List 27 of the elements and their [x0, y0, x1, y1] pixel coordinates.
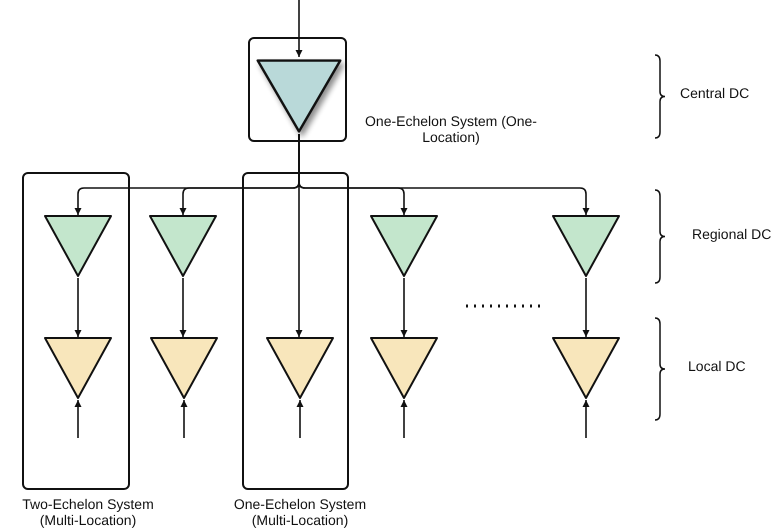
tier-label: Local DC — [688, 358, 746, 374]
triangle-node — [550, 335, 622, 401]
arrow — [582, 278, 590, 337]
triangle-node — [264, 335, 336, 401]
arrow — [74, 278, 82, 337]
triangle-node — [147, 213, 219, 279]
tier-label: Central DC — [680, 85, 750, 101]
arrow — [582, 400, 590, 438]
arrow — [400, 278, 408, 337]
arrow — [180, 278, 186, 337]
system-label: One-Echelon System (Multi-Location) — [232, 496, 368, 528]
triangle-node — [148, 335, 220, 401]
arrow — [400, 400, 408, 438]
arrow — [298, 134, 590, 215]
triangle-node — [550, 213, 622, 279]
system-label: Two-Echelon System (Multi-Location) — [21, 496, 155, 528]
arrow — [296, 400, 304, 438]
triangle-node — [42, 213, 114, 279]
triangle-node — [368, 335, 440, 401]
triangle-node — [368, 213, 440, 279]
arrow — [296, 0, 302, 57]
arrow — [180, 400, 188, 438]
system-label: One-Echelon System (One-Location) — [364, 113, 538, 145]
triangle-node — [254, 57, 344, 135]
arrow — [74, 400, 82, 438]
tier-label: Regional DC — [692, 226, 772, 242]
triangle-node — [42, 335, 114, 401]
